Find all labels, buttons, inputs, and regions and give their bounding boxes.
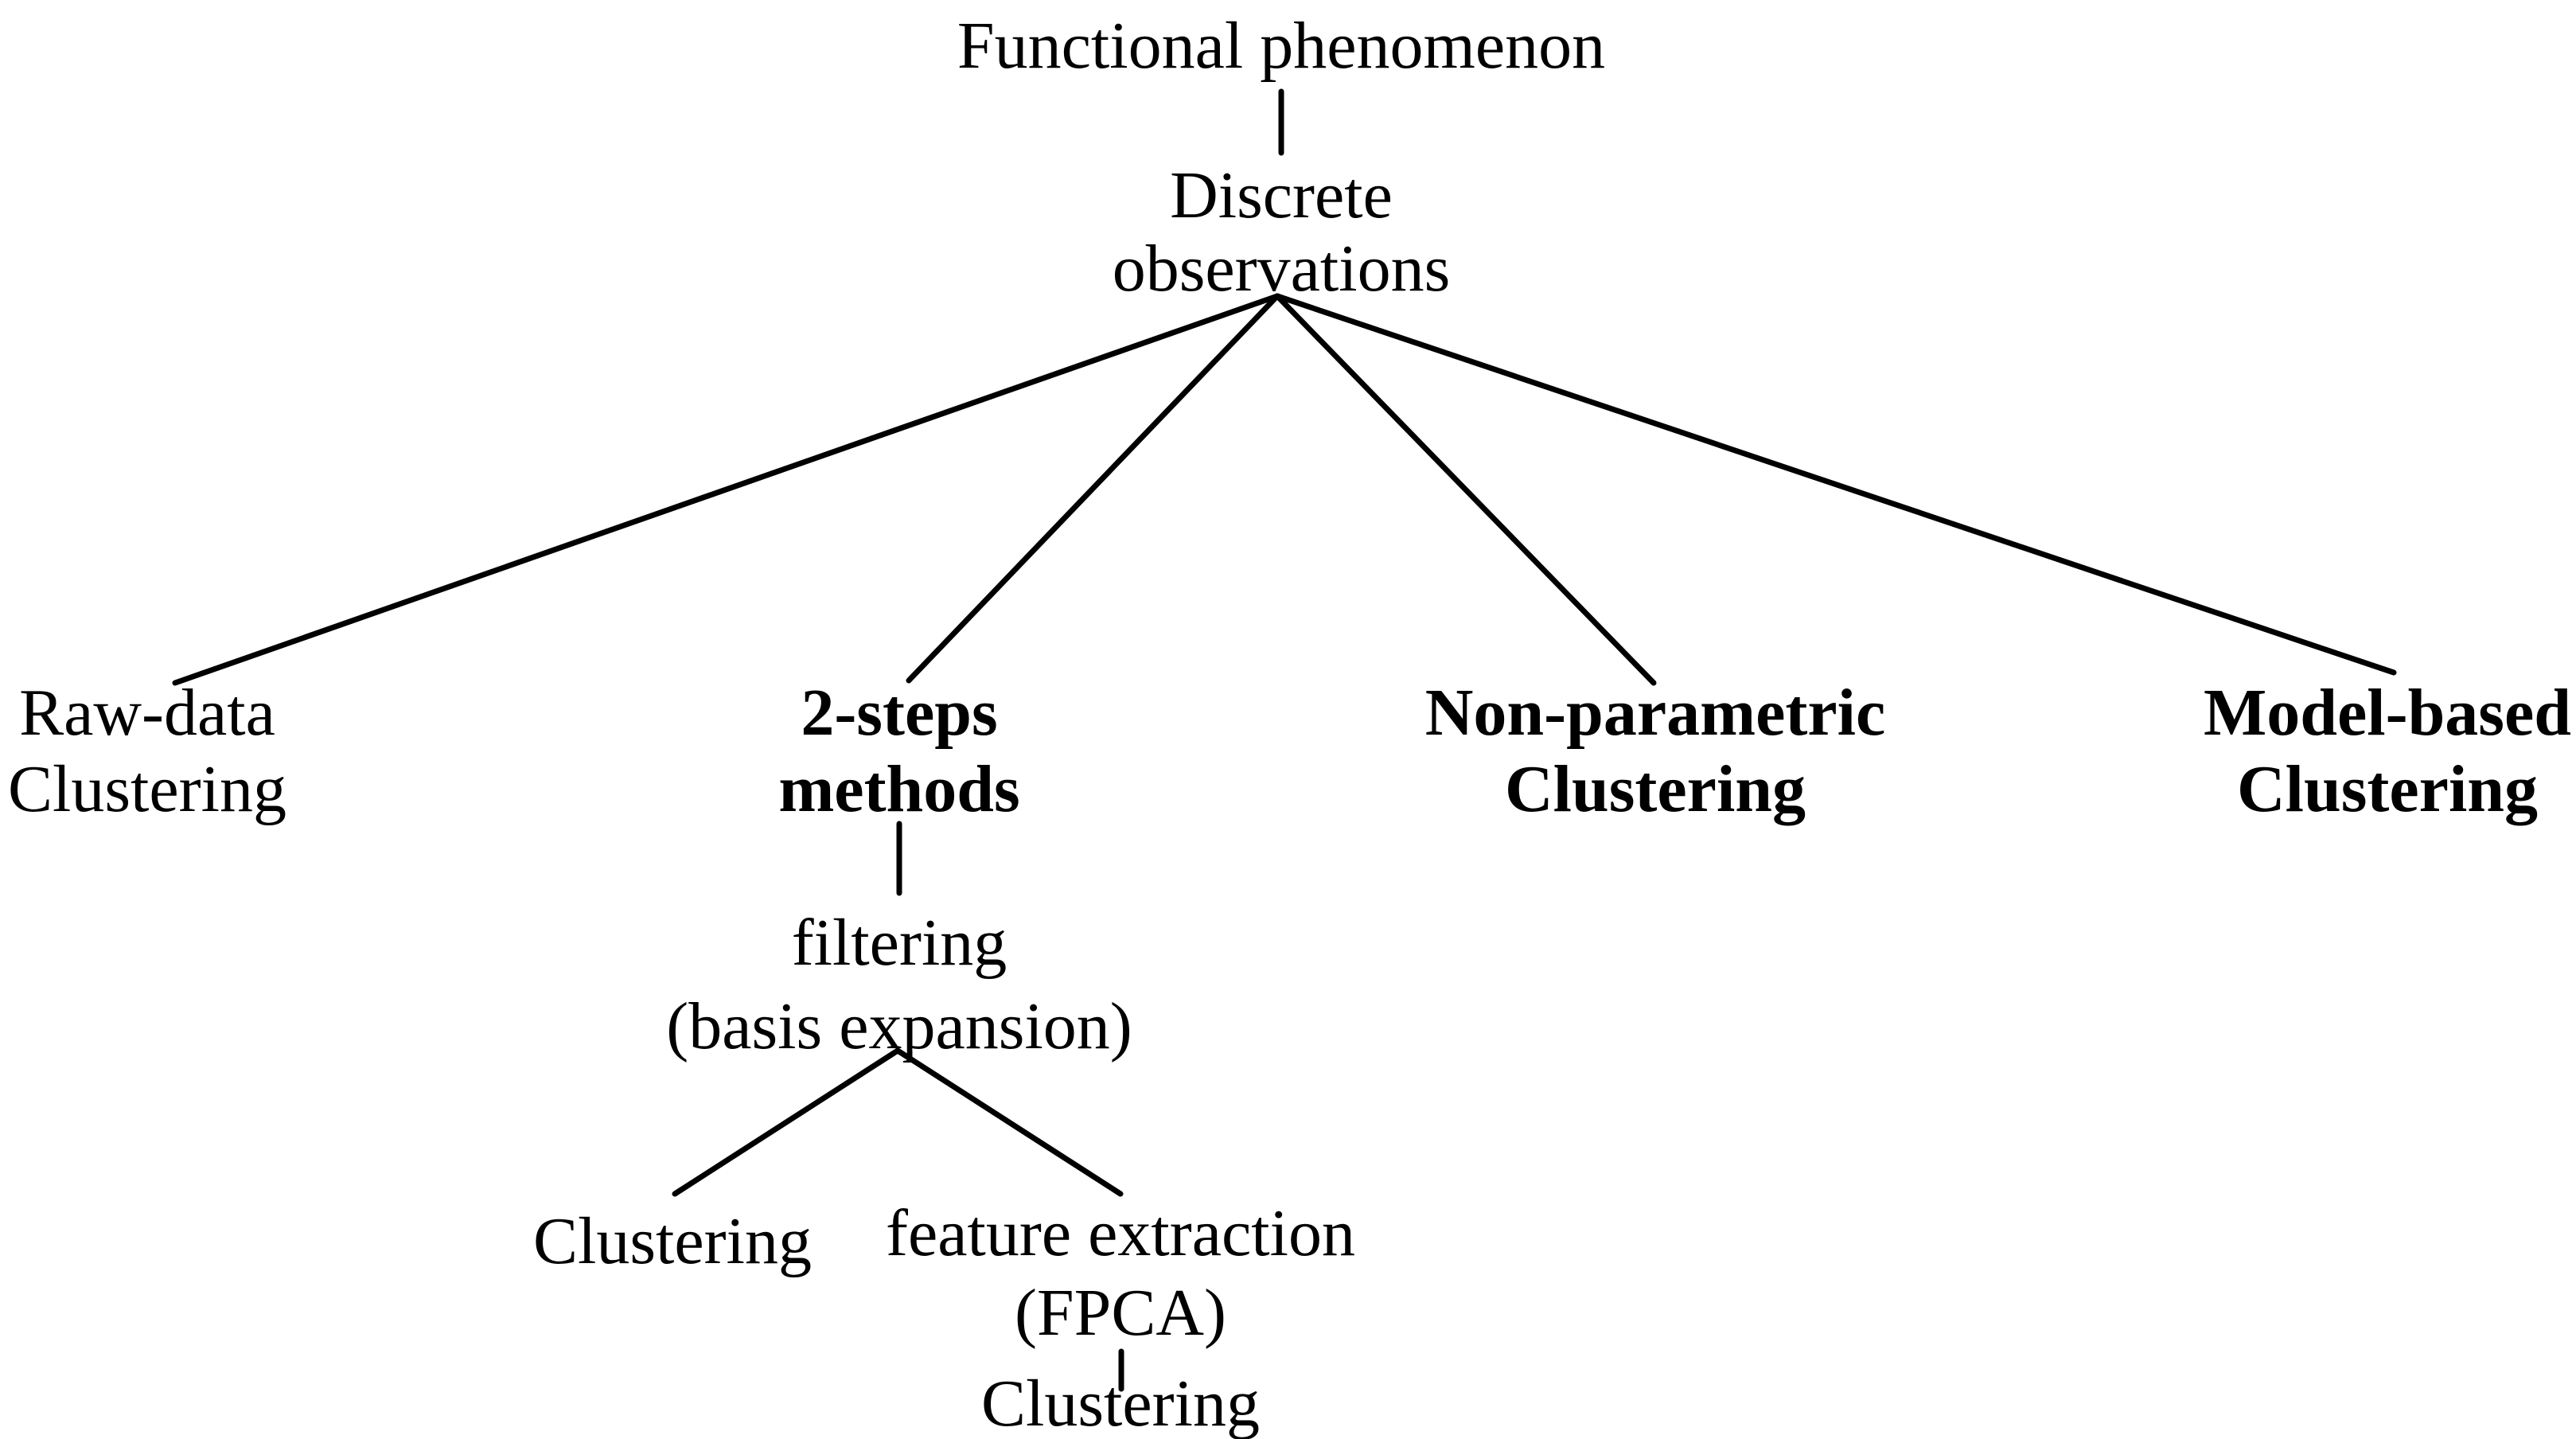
node-label-line1: Model-based — [2204, 676, 2571, 750]
node-label-line2: Clustering — [1504, 752, 1806, 826]
node-filtering-basis-expansion: filtering (basis expansion) — [666, 901, 1132, 1068]
node-label: Clustering — [981, 1367, 1260, 1439]
edge-discrete-to-raw-data — [172, 293, 1280, 686]
edge-discrete-to-non-parametric — [1274, 293, 1657, 686]
node-label: Functional phenomenon — [957, 9, 1606, 83]
node-label: Clustering — [533, 1204, 812, 1278]
node-label-line2: Clustering — [2237, 752, 2538, 826]
node-non-parametric-clustering: Non-parametric Clustering — [1425, 675, 1885, 828]
node-label-line2: (FPCA) — [1014, 1276, 1227, 1350]
node-discrete-observations: Discrete observations — [1113, 159, 1451, 306]
edge-discrete-to-model-based — [1274, 293, 2397, 676]
node-label-line2: Clustering — [8, 752, 286, 826]
node-clustering-after-filtering: Clustering — [533, 1203, 812, 1280]
node-raw-data-clustering: Raw-data Clustering — [8, 675, 286, 828]
edge-filtering-to-clustering — [672, 1047, 901, 1197]
node-label-line2: observations — [1112, 232, 1451, 306]
node-label-line1: feature extraction — [886, 1196, 1355, 1270]
node-model-based-clustering: Model-based Clustering — [2204, 675, 2571, 828]
node-label-line1: Non-parametric — [1424, 676, 1886, 750]
node-label-line1: 2-steps — [801, 676, 998, 750]
node-label-line1: Discrete — [1170, 158, 1393, 232]
node-functional-phenomenon: Functional phenomenon — [957, 6, 1605, 86]
node-label-line2: methods — [778, 752, 1020, 826]
node-clustering-after-fpca: Clustering — [981, 1366, 1260, 1439]
node-label-line1: Raw-data — [19, 676, 275, 750]
node-label-line1: filtering — [791, 906, 1007, 980]
node-label-line2: (basis expansion) — [666, 989, 1132, 1063]
edge-discrete-to-two-steps — [906, 293, 1280, 684]
node-feature-extraction-fpca: feature extraction (FPCA) — [886, 1194, 1355, 1353]
node-two-steps-methods: 2-steps methods — [778, 675, 1019, 828]
edge-filtering-to-feature-extraction — [894, 1047, 1124, 1197]
